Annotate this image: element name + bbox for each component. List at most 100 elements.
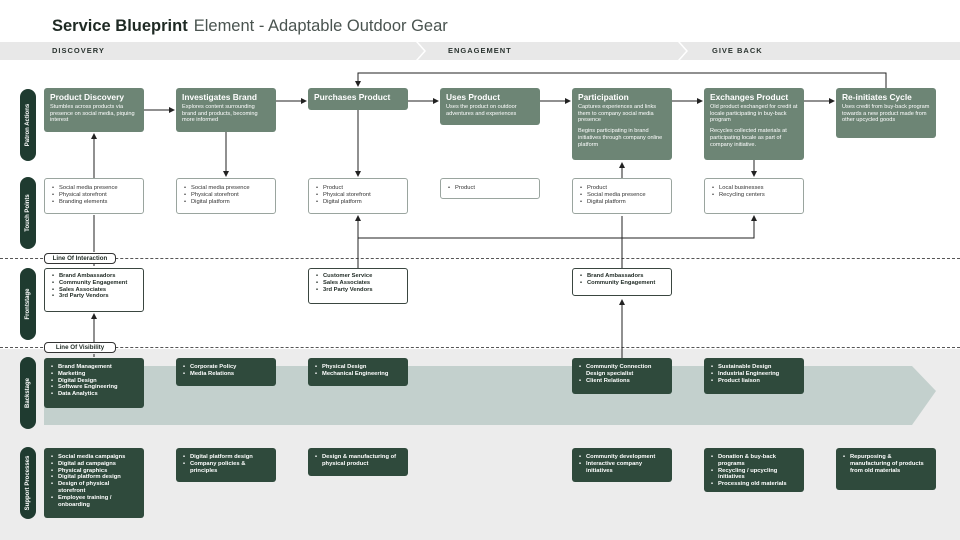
patron-action-title: Purchases Product	[314, 92, 391, 102]
patron-action-desc: Stumbles across products via presence on…	[50, 104, 135, 124]
list-item: Digital platform	[316, 199, 400, 206]
patron-action-title: Re-initiates Cycle	[842, 92, 912, 102]
patron-action-card: Re-initiates Cycle Uses credit from buy-…	[836, 88, 936, 138]
list-item: Community Engagement	[52, 280, 136, 287]
backstage-card: Sustainable DesignIndustrial Engineering…	[704, 358, 804, 394]
list-item: Brand Ambassadors	[52, 273, 136, 280]
support-card: Design & manufacturing of physical produ…	[308, 448, 408, 476]
touch-point-card: ProductPhysical storefrontDigital platfo…	[308, 178, 408, 214]
patron-action-title: Product Discovery	[50, 92, 125, 102]
support-card: Repurposing & manufacturing of products …	[836, 448, 936, 490]
touch-point-card: Social media presencePhysical storefront…	[44, 178, 144, 214]
phase-discovery: DISCOVERY	[52, 46, 105, 55]
patron-action-desc-2: Begins participating in brand initiative…	[578, 128, 663, 148]
patron-action-card: Uses Product Uses the product on outdoor…	[440, 88, 540, 125]
list-item: Local businesses	[712, 185, 796, 192]
patron-action-card: Participation Captures experiences and l…	[572, 88, 672, 160]
list-item: Community Connection Design specialist	[579, 364, 665, 378]
list-item: Media Relations	[183, 371, 269, 378]
list-item: Digital Design	[51, 378, 137, 385]
support-card: Donation & buy-back programsRecycling / …	[704, 448, 804, 492]
list-item: Design & manufacturing of physical produ…	[315, 454, 401, 468]
patron-action-card: Purchases Product	[308, 88, 408, 110]
list-item: Social media campaigns	[51, 454, 137, 461]
list-item: Social media presence	[52, 185, 136, 192]
list-item: Physical storefront	[52, 192, 136, 199]
list-item: Sales Associates	[52, 287, 136, 294]
patron-action-desc-2: Recycles collected materials at particip…	[710, 128, 787, 148]
list-item: 3rd Party Vendors	[316, 287, 400, 294]
support-card: Digital platform designCompany policies …	[176, 448, 276, 482]
list-item: Client Relations	[579, 378, 665, 385]
line-of-visibility	[0, 347, 960, 348]
list-item: Physical storefront	[316, 192, 400, 199]
list-item: Product liaison	[711, 378, 797, 385]
list-item: Recycling centers	[712, 192, 796, 199]
support-card: Social media campaignsDigital ad campaig…	[44, 448, 144, 518]
list-item: Company policies & principles	[183, 461, 269, 475]
phase-engagement: ENGAGEMENT	[448, 46, 512, 55]
list-item: Physical Design	[315, 364, 401, 371]
list-item: Social media presence	[580, 192, 664, 199]
patron-action-title: Uses Product	[446, 92, 500, 102]
lane-backstage: Backstage	[20, 357, 36, 429]
list-item: Physical storefront	[184, 192, 268, 199]
lane-support-processes: Support Processes	[20, 447, 36, 519]
list-item: Marketing	[51, 371, 137, 378]
patron-action-desc: Old product exchanged for credit at loca…	[710, 104, 798, 124]
list-item: Sustainable Design	[711, 364, 797, 371]
list-item: Brand Ambassadors	[580, 273, 664, 280]
list-item: Donation & buy-back programs	[711, 454, 797, 468]
title-sub: Element - Adaptable Outdoor Gear	[193, 17, 448, 35]
touch-point-card: Local businessesRecycling centers	[704, 178, 804, 214]
support-card: Community developmentInteractive company…	[572, 448, 672, 482]
list-item: Mechanical Engineering	[315, 371, 401, 378]
touch-point-card: ProductSocial media presenceDigital plat…	[572, 178, 672, 214]
frontstage-card: Customer ServiceSales Associates3rd Part…	[308, 268, 408, 304]
title-main: Service Blueprint	[52, 17, 188, 35]
list-item: Product	[316, 185, 400, 192]
list-item: Recycling / upcycling initiatives	[711, 468, 797, 482]
phase-give-back: GIVE BACK	[712, 46, 763, 55]
list-item: Community Engagement	[580, 280, 664, 287]
patron-action-card: Product Discovery Stumbles across produc…	[44, 88, 144, 132]
list-item: Corporate Policy	[183, 364, 269, 371]
lane-frontstage: Frontstage	[20, 268, 36, 340]
list-item: Digital platform design	[183, 454, 269, 461]
list-item: Digital platform	[184, 199, 268, 206]
list-item: Processing old materials	[711, 481, 797, 488]
list-item: Community development	[579, 454, 665, 461]
patron-action-title: Investigates Brand	[182, 92, 257, 102]
patron-action-desc: Uses credit from buy-back program toward…	[842, 104, 930, 124]
patron-action-card: Exchanges Product Old product exchanged …	[704, 88, 804, 160]
lane-patron-actions: Patron Actions	[20, 89, 36, 161]
list-item: Industrial Engineering	[711, 371, 797, 378]
line-of-visibility-label: Line Of Visibility	[44, 342, 116, 353]
page-title: Service Blueprint Element - Adaptable Out…	[52, 17, 448, 36]
list-item: Branding elements	[52, 199, 136, 206]
frontstage-card: Brand AmbassadorsCommunity EngagementSal…	[44, 268, 144, 312]
list-item: Software Engineering	[51, 384, 137, 391]
touch-point-card: Social media presencePhysical storefront…	[176, 178, 276, 214]
list-item: Customer Service	[316, 273, 400, 280]
list-item: Data Analytics	[51, 391, 137, 398]
list-item: Interactive company initiatives	[579, 461, 665, 475]
patron-action-desc: Captures experiences and links them to c…	[578, 104, 657, 124]
list-item: Product	[580, 185, 664, 192]
list-item: Digital platform design	[51, 474, 137, 481]
touch-point-card: Product	[440, 178, 540, 199]
list-item: Brand Management	[51, 364, 137, 371]
list-item: Design of physical storefront	[51, 481, 137, 495]
patron-action-desc: Explores content surrounding brand and p…	[182, 104, 258, 124]
list-item: Physical graphics	[51, 468, 137, 475]
list-item: Employee training / onboarding	[51, 495, 137, 509]
backstage-card: Physical DesignMechanical Engineering	[308, 358, 408, 386]
list-item: Digital platform	[580, 199, 664, 206]
patron-action-card: Investigates Brand Explores content surr…	[176, 88, 276, 132]
list-item: Product	[448, 185, 532, 192]
backstage-card: Corporate PolicyMedia Relations	[176, 358, 276, 386]
list-item: Repurposing & manufacturing of products …	[843, 454, 929, 474]
line-of-interaction	[0, 258, 960, 259]
backstage-card: Community Connection Design specialistCl…	[572, 358, 672, 394]
